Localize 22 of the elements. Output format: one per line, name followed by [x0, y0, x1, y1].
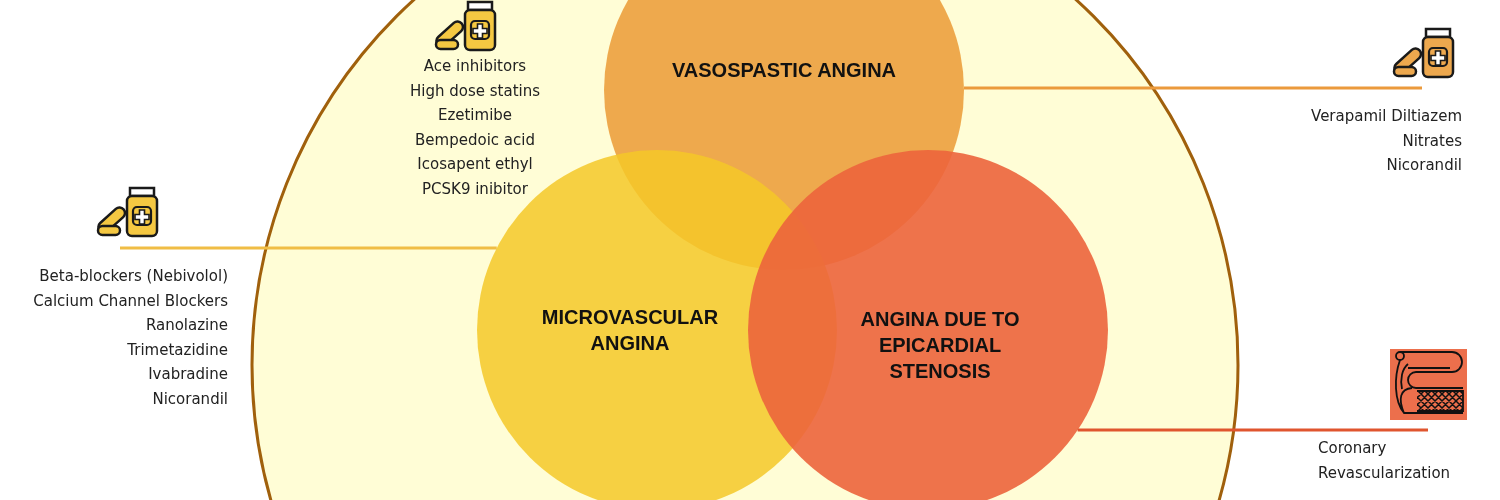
drug-name: Verapamil Diltiazem: [1310, 106, 1462, 127]
circle-label: VASOSPASTIC ANGINA: [670, 58, 898, 83]
drug-name: Bempedoic acid: [414, 129, 536, 151]
drug-name: Nicorandil: [151, 388, 228, 410]
drug-name: Ivabradine: [147, 364, 228, 385]
drug-name: Ace inhibitors: [422, 56, 528, 77]
drug-name: Icosapent ethyl: [416, 154, 534, 175]
drug-name: Trimetazidine: [126, 339, 228, 361]
drug-name: PCSK9 inibitor: [421, 178, 529, 200]
treatment-text: Coronary Revascularization: [1318, 438, 1452, 484]
drug-name: Nitrates: [1401, 130, 1462, 152]
drug-name: Ezetimibe: [436, 105, 514, 126]
drug-name: Ranolazine: [144, 315, 228, 336]
drug-name: Nicorandil: [1385, 155, 1462, 176]
circle-label: MICROVASCULAR ANGINA: [540, 305, 720, 356]
leader-line: [120, 246, 497, 250]
drug-name: Calcium Channel Blockers: [32, 290, 228, 312]
leader-line: [1077, 428, 1428, 432]
drug-name: Beta-blockers (Nebivolol): [38, 266, 228, 287]
leader-line: [964, 86, 1422, 90]
circle-label: ANGINA DUE TO EPICARDIAL STENOSIS: [860, 307, 1020, 384]
drug-name: High dose statins: [409, 80, 541, 102]
